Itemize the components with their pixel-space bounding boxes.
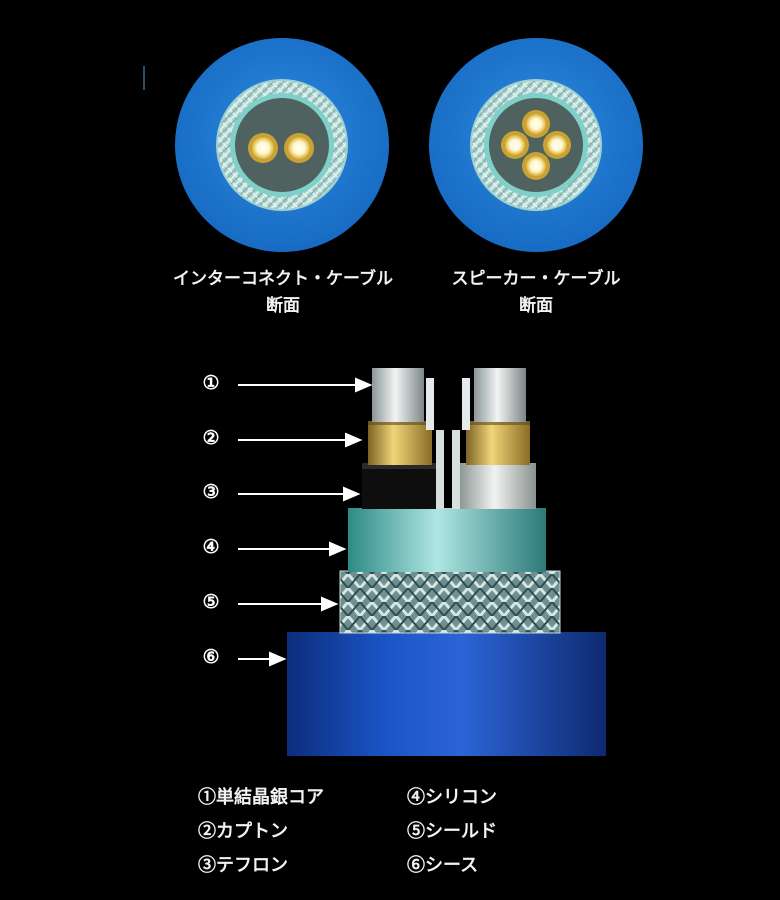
interconnect-caption-subtitle: 断面 <box>266 296 300 316</box>
interconnect-cross-section <box>175 38 389 252</box>
marker-2: ② <box>202 427 220 449</box>
layer-sheath <box>287 632 606 756</box>
legend-item-3: ③テフロン <box>198 855 288 876</box>
legend-item-1: ①単結晶銀コア <box>198 787 324 808</box>
edge-mark <box>143 66 145 90</box>
layer-teflon-black <box>362 463 436 509</box>
speaker-cross-section <box>429 38 643 252</box>
legend-item-5: ⑤シールド <box>407 821 497 842</box>
legend-item-2: ②カプトン <box>198 821 288 842</box>
layer-kapton-left <box>368 421 432 465</box>
layer-silicone <box>348 508 546 572</box>
marker-4: ④ <box>202 536 220 558</box>
speaker-caption: スピーカー・ケーブル 断面 <box>410 266 662 320</box>
layer-arrows <box>238 377 373 667</box>
speaker-caption-title: スピーカー・ケーブル <box>451 269 621 289</box>
marker-1: ① <box>202 372 220 394</box>
interconnect-caption-title: インターコネクト・ケーブル <box>173 269 393 289</box>
cable-layer-illustration <box>287 368 606 756</box>
layer-silver-core-right <box>474 368 526 422</box>
layer-silver-core-left <box>372 368 424 422</box>
speaker-caption-subtitle: 断面 <box>519 296 553 316</box>
layer-teflon-white <box>460 463 536 509</box>
legend-item-4: ④シリコン <box>407 787 497 808</box>
legend-item-6: ⑥シース <box>407 855 479 876</box>
interconnect-caption: インターコネクト・ケーブル 断面 <box>142 266 424 320</box>
marker-3: ③ <box>202 481 220 503</box>
layer-kapton-right <box>466 421 530 465</box>
marker-5: ⑤ <box>202 591 220 613</box>
marker-6: ⑥ <box>202 646 220 668</box>
layer-shield <box>340 571 560 633</box>
